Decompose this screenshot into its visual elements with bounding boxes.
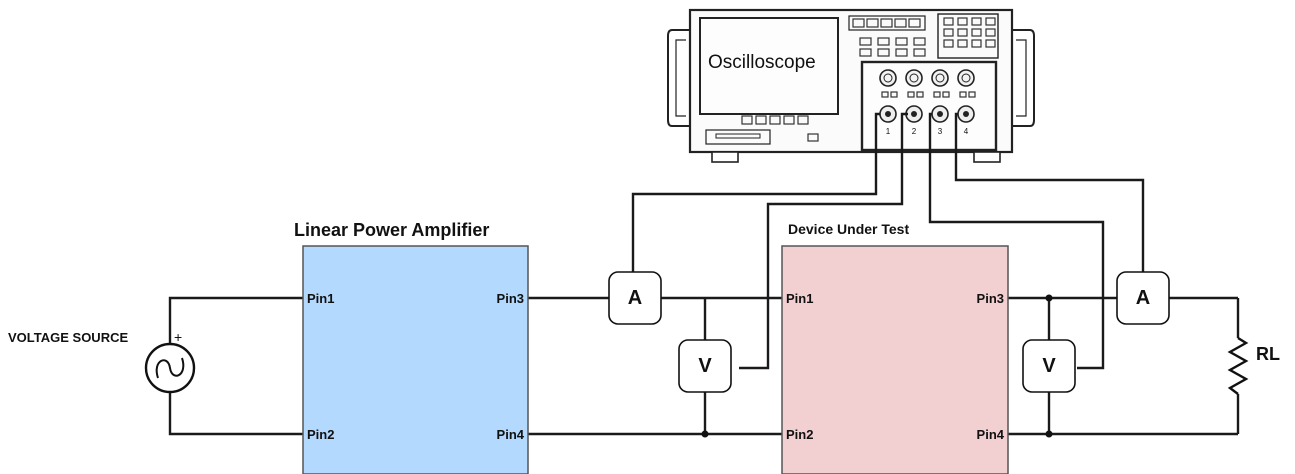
probe-wire-ch3 bbox=[928, 112, 1105, 370]
amplifier-pin3: Pin3 bbox=[497, 291, 524, 306]
oscilloscope: Oscilloscope bbox=[667, 8, 1035, 163]
probe-wire-ch2 bbox=[739, 112, 908, 370]
linear-power-amplifier: Linear Power Amplifier Pin1 Pin2 Pin3 Pi… bbox=[294, 220, 529, 474]
ammeter-output: A bbox=[1116, 271, 1170, 325]
probe-wire-ch1 bbox=[631, 112, 880, 272]
dut-pin2: Pin2 bbox=[786, 427, 813, 442]
amplifier-box bbox=[302, 245, 529, 474]
amplifier-pin4: Pin4 bbox=[497, 427, 525, 442]
dut-title: Device Under Test bbox=[788, 221, 909, 237]
amplifier-pin2: Pin2 bbox=[307, 427, 334, 442]
channel-label-4: 4 bbox=[964, 127, 969, 136]
dut-box bbox=[781, 245, 1009, 474]
voltmeter-input: V bbox=[678, 339, 732, 393]
channel-label-3: 3 bbox=[938, 127, 943, 136]
ammeter-output-label: A bbox=[1136, 287, 1150, 309]
resistor-icon bbox=[1227, 336, 1249, 395]
oscilloscope-screen bbox=[699, 17, 839, 115]
oscilloscope-label: Oscilloscope bbox=[708, 52, 816, 73]
dut-pin1: Pin1 bbox=[786, 291, 813, 306]
load-resistor: RL bbox=[1227, 336, 1280, 395]
ammeter-input-label: A bbox=[628, 287, 642, 309]
junction-dot bbox=[701, 430, 709, 438]
amplifier-pin1: Pin1 bbox=[307, 291, 334, 306]
circuit-wires bbox=[168, 294, 1240, 438]
voltmeter-input-label: V bbox=[698, 355, 712, 377]
load-label: RL bbox=[1256, 344, 1280, 364]
channel-input-3: 3 bbox=[931, 105, 949, 136]
probe-wires bbox=[631, 112, 1145, 370]
voltmeter-output-label: V bbox=[1042, 355, 1056, 377]
amplifier-title: Linear Power Amplifier bbox=[294, 220, 489, 240]
channel-label-1: 1 bbox=[886, 127, 891, 136]
channel-input-4: 4 bbox=[957, 105, 975, 136]
voltage-source-label: VOLTAGE SOURCE bbox=[8, 330, 128, 345]
channel-label-2: 2 bbox=[912, 127, 917, 136]
device-under-test: Device Under Test Pin1 Pin2 Pin3 Pin4 bbox=[781, 221, 1009, 474]
probe-wire-ch4 bbox=[954, 112, 1145, 272]
dut-pin3: Pin3 bbox=[977, 291, 1004, 306]
dut-pin4: Pin4 bbox=[977, 427, 1005, 442]
ammeter-input: A bbox=[608, 271, 662, 325]
source-polarity: + bbox=[174, 329, 182, 345]
junction-dot bbox=[1045, 430, 1053, 438]
voltage-source: VOLTAGE SOURCE + bbox=[8, 329, 196, 394]
junction-dot bbox=[1045, 294, 1053, 302]
voltmeter-output: V bbox=[1022, 339, 1076, 393]
